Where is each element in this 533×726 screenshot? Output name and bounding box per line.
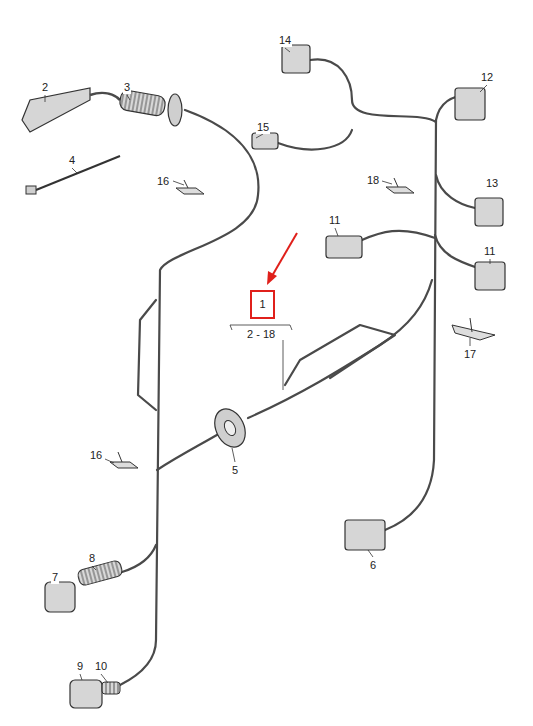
callout-number: 16 — [89, 449, 103, 462]
callout-number: 11 — [483, 245, 496, 258]
callout-number: 11 — [328, 214, 341, 227]
callout-number: 3 — [123, 81, 131, 94]
callout-number: 12 — [480, 71, 494, 84]
callout-number: 18 — [366, 174, 380, 187]
callout-number: 6 — [369, 559, 377, 572]
callout-number: 17 — [463, 348, 477, 361]
callout-number: 5 — [231, 464, 239, 477]
callout-number: 15 — [256, 121, 270, 134]
callout-number: 8 — [88, 552, 96, 565]
callout-number: 14 — [278, 34, 292, 47]
callout-number: 4 — [68, 154, 76, 167]
callout-number: 2 - 18 — [246, 328, 276, 341]
highlight-box: 1 — [250, 290, 275, 319]
callout-number: 1 — [259, 298, 265, 311]
callout-number: 10 — [94, 660, 108, 673]
callout-number: 13 — [485, 177, 499, 190]
callout-number: 2 — [41, 81, 49, 94]
callout-number: 9 — [76, 660, 84, 673]
callout-number: 16 — [156, 175, 170, 188]
callout-number: 7 — [51, 571, 59, 584]
